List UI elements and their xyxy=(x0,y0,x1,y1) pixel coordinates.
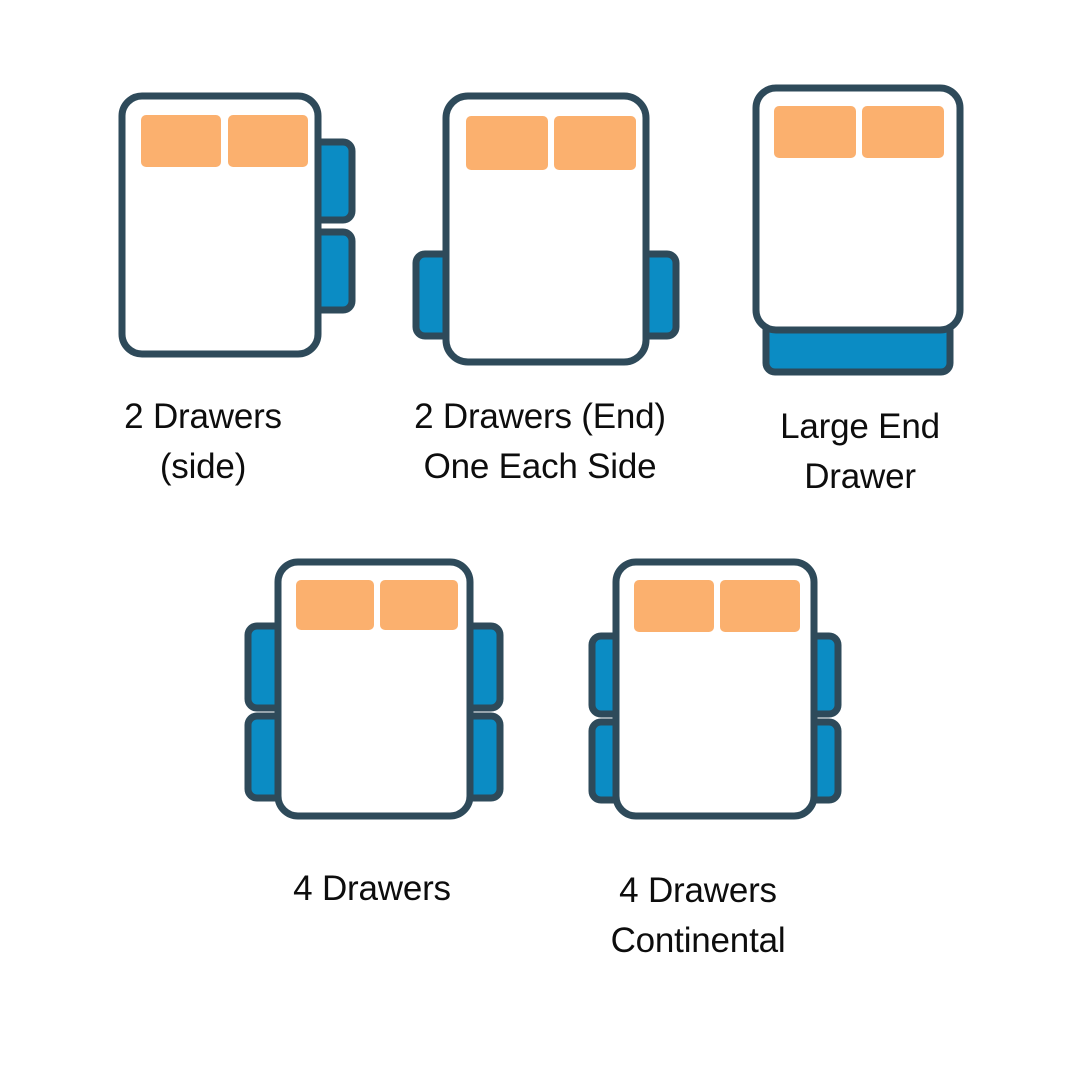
bed-option-four-drawers[interactable] xyxy=(240,558,508,820)
caption-two-drawers-side: 2 Drawers (side) xyxy=(124,397,282,486)
caption-four-drawers: 4 Drawers xyxy=(293,869,451,908)
bed-option-two-drawers-end[interactable] xyxy=(410,92,682,370)
pillow-left xyxy=(466,116,548,170)
bed-option-large-end-drawer[interactable] xyxy=(752,84,964,380)
bed-diagram-four-drawers-continental xyxy=(588,558,842,820)
pillow-left xyxy=(774,106,856,158)
pillow-right xyxy=(554,116,636,170)
caption-four-drawers-continental: 4 Drawers Continental xyxy=(610,871,786,960)
pillow-right xyxy=(862,106,944,158)
caption-large-end-drawer: Large End Drawer xyxy=(780,407,940,496)
bed-diagram-large-end-drawer xyxy=(752,84,964,376)
bed-option-two-drawers-side[interactable] xyxy=(118,92,358,370)
bed-diagram-two-drawers-side xyxy=(118,92,356,358)
bed-diagram-four-drawers xyxy=(244,558,504,820)
pillow-left xyxy=(296,580,374,630)
bed-option-four-drawers-continental[interactable] xyxy=(586,558,844,820)
pillow-right xyxy=(228,115,308,167)
caption-two-drawers-end: 2 Drawers (End) One Each Side xyxy=(414,397,666,486)
pillow-left xyxy=(634,580,714,632)
pillow-left xyxy=(141,115,221,167)
bed-diagram-two-drawers-end xyxy=(412,92,680,366)
pillow-right xyxy=(380,580,458,630)
pillow-right xyxy=(720,580,800,632)
